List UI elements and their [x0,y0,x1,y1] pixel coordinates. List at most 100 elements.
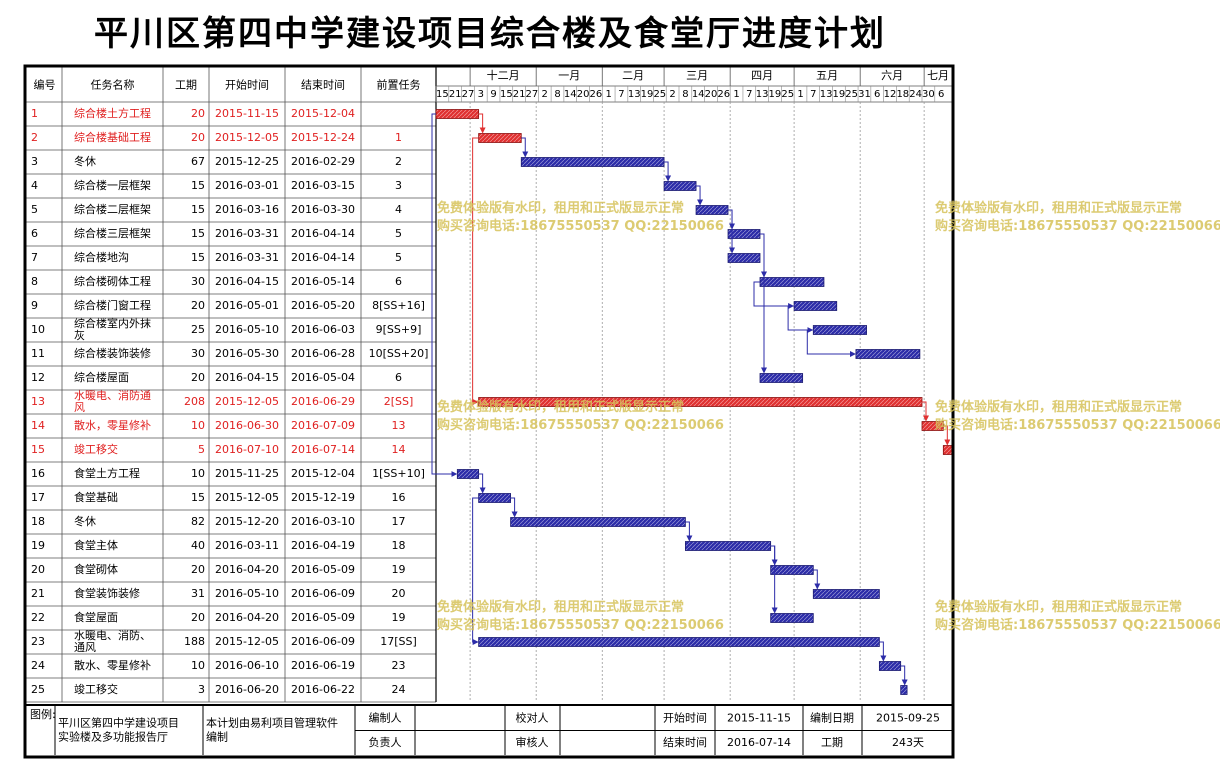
task-bar[interactable] [855,349,921,359]
dependency-link [813,569,821,590]
task-bar[interactable] [812,325,867,335]
task-duration: 30 [191,347,205,360]
task-bar[interactable] [921,421,944,431]
task-duration: 10 [191,467,205,480]
dependency-link [696,185,704,206]
task-start: 2016-05-10 [215,587,279,600]
task-pred: 19 [392,611,406,624]
task-start: 2015-12-05 [215,635,279,648]
task-bar[interactable] [435,109,480,119]
task-end: 2016-03-30 [291,203,355,216]
task-name: 综合楼三层框架 [74,226,151,240]
task-pred: 23 [392,659,406,672]
task-bar[interactable] [793,301,838,311]
task-start: 2016-05-01 [215,299,279,312]
task-bar[interactable] [695,205,729,215]
task-start: 2016-06-10 [215,659,279,672]
dependency-link [521,137,529,158]
dependency-link [472,137,479,405]
day-tick: 7 [746,89,752,100]
task-bar[interactable] [456,469,480,479]
task-bar[interactable] [663,181,697,191]
column-header-no: 编号 [34,78,56,92]
task-pred: 1[SS+10] [372,467,425,480]
dependency-link [922,401,929,422]
month-label: 六月 [881,69,903,82]
task-pred: 3 [395,179,402,192]
column-header-name: 任务名称 [91,78,135,92]
day-tick: 1 [733,89,739,100]
task-bar[interactable] [478,493,512,503]
task-start: 2015-12-05 [215,395,279,408]
task-no: 12 [31,371,45,384]
day-tick: 19 [833,89,846,100]
day-tick: 2 [669,89,675,100]
task-start: 2015-12-25 [215,155,279,168]
task-no: 5 [31,203,38,216]
task-duration: 67 [191,155,205,168]
prepared-by-label: 编制人 [369,710,402,724]
day-tick: 14 [564,89,577,100]
task-bar[interactable] [878,661,902,671]
day-tick: 26 [717,89,730,100]
task-duration: 20 [191,131,205,144]
end-value: 2016-07-14 [727,736,791,749]
task-no: 19 [31,539,45,552]
duration-value: 243天 [892,736,924,749]
duration-label: 工期 [821,736,843,749]
task-bar[interactable] [812,589,880,599]
task-bar[interactable] [510,517,686,527]
task-bar[interactable] [900,685,908,695]
dependency-link [760,233,767,374]
task-name: 食堂砌体 [74,562,118,576]
task-bar[interactable] [770,613,814,623]
task-pred: 17 [392,515,406,528]
task-end: 2016-06-03 [291,323,355,336]
task-pred: 4 [395,203,402,216]
task-bar[interactable] [520,157,665,167]
task-bar[interactable] [727,253,761,263]
day-tick: 13 [628,89,641,100]
dependency-link [478,113,486,134]
task-bar[interactable] [759,277,825,287]
task-bar[interactable] [478,133,522,143]
task-no: 15 [31,443,45,456]
day-tick: 21 [449,89,462,100]
task-bar[interactable] [684,541,772,551]
task-name: 综合楼二层框架 [74,202,151,216]
task-name: 综合楼基础工程 [74,130,151,144]
task-duration: 20 [191,107,205,120]
task-pred: 1 [395,131,402,144]
responsible-label: 负责人 [369,735,402,749]
task-no: 10 [31,323,45,336]
task-bar[interactable] [727,229,761,239]
task-name: 散水、零星修补 [74,658,151,672]
task-end: 2015-12-24 [291,131,355,144]
task-pred: 13 [392,419,406,432]
task-bar[interactable] [478,397,923,407]
task-no: 22 [31,611,45,624]
task-pred: 6 [395,371,402,384]
task-start: 2016-03-31 [215,251,279,264]
task-duration: 20 [191,611,205,624]
dependency-link [900,665,908,686]
dependency-link [753,281,795,309]
task-name: 食堂屋面 [74,610,118,624]
task-duration: 40 [191,539,205,552]
day-tick: 14 [692,89,705,100]
task-start: 2016-03-01 [215,179,279,192]
task-bar[interactable] [478,637,880,647]
task-name: 综合楼地沟 [74,250,129,264]
dependency-link [685,521,693,542]
task-bar[interactable] [770,565,814,575]
task-duration: 208 [184,395,205,408]
column-header-pred: 前置任务 [377,78,421,92]
task-start: 2016-04-15 [215,371,279,384]
task-no: 21 [31,587,45,600]
task-name: 食堂土方工程 [74,466,140,480]
task-pred: 10[SS+20] [369,347,429,360]
task-no: 7 [31,251,38,264]
task-name: 竣工移交 [74,442,118,456]
task-bar[interactable] [759,373,804,383]
